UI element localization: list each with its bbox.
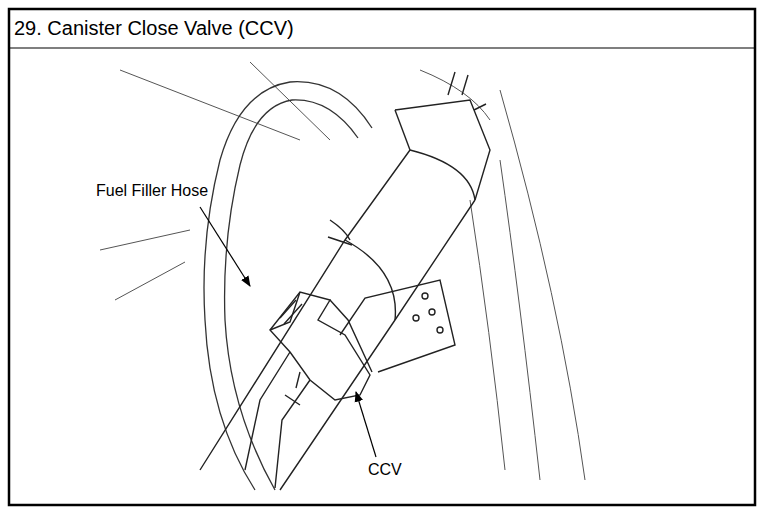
fuel-filler-hose	[200, 72, 490, 490]
leader-lines	[200, 207, 376, 457]
title-rule	[9, 47, 755, 48]
outer-frame	[9, 9, 755, 505]
part-label: CCV	[368, 461, 402, 479]
vent-hose-loop	[204, 82, 372, 490]
part-label: Fuel Filler Hose	[96, 182, 208, 200]
background-body-lines	[100, 62, 585, 480]
ccv-valve	[245, 280, 455, 488]
diagram-title: 29. Canister Close Valve (CCV)	[14, 17, 294, 40]
